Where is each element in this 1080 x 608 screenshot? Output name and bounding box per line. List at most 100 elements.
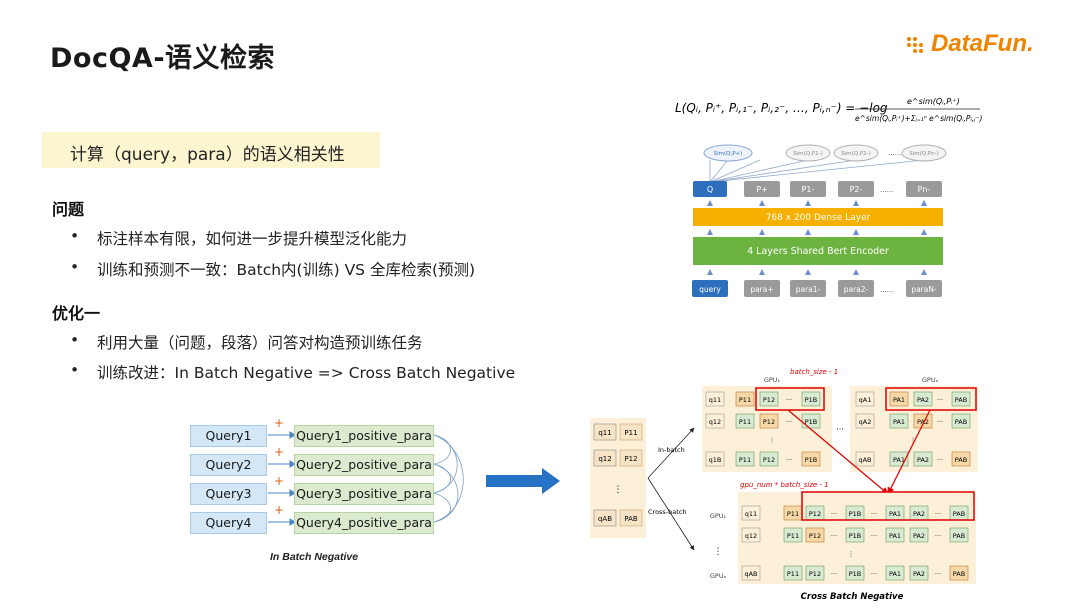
input-para: para+ (750, 285, 773, 294)
svg-text:P1B: P1B (849, 570, 862, 578)
in-batch-diagram: Query1 Query2 Query3 Query4 + + + + Quer… (190, 416, 470, 570)
svg-text:PA1: PA1 (893, 396, 905, 404)
svg-text:L(Qᵢ, Pᵢ⁺, Pᵢ,₁⁻, Pᵢ,₂⁻, …, Pᵢ: L(Qᵢ, Pᵢ⁺, Pᵢ,₁⁻, Pᵢ,₂⁻, …, Pᵢ,ₙ⁻) = −lo… (675, 101, 888, 115)
svg-text:q11: q11 (598, 429, 611, 437)
svg-text:PAB: PAB (953, 570, 965, 578)
svg-text:q12: q12 (709, 418, 721, 426)
svg-text:P12: P12 (624, 455, 637, 463)
svg-text:P12: P12 (763, 456, 775, 464)
svg-text:qAB: qAB (598, 515, 612, 523)
svg-text:qA2: qA2 (859, 418, 872, 426)
positive-para-box: Query4_positive_para (294, 512, 434, 534)
svg-text:PAB: PAB (953, 532, 965, 540)
gpua-label: GPUₐ (922, 376, 939, 384)
svg-text:···: ··· (786, 418, 792, 426)
svg-text:···: ··· (871, 570, 877, 578)
in-batch-label: In-batch (658, 446, 685, 454)
section-problem-heading: 问题 (52, 200, 85, 219)
query-box: Query2 (190, 454, 267, 476)
positive-para-box: Query3_positive_para (294, 483, 434, 505)
svg-text:···: ··· (831, 510, 837, 518)
bullet-item: • 利用大量（问题，段落）问答对构造预训练任务 (70, 331, 423, 352)
svg-text:···: ··· (935, 510, 941, 518)
page-title: DocQA-语义检索 (50, 43, 276, 74)
svg-text:P12: P12 (763, 396, 775, 404)
svg-text:···: ··· (937, 456, 943, 464)
svg-text:qA1: qA1 (859, 396, 872, 404)
svg-text:PA2: PA2 (917, 456, 929, 464)
dense-layer-label: 768 x 200 Dense Layer (766, 213, 871, 223)
batch-size-label: batch_size - 1 (790, 368, 838, 376)
svg-text:···: ··· (786, 456, 792, 464)
svg-text:⋮: ⋮ (769, 436, 776, 444)
svg-text:P12: P12 (809, 510, 821, 518)
svg-text:···: ··· (937, 396, 943, 404)
cross-batch-caption: Cross Batch Negative (801, 592, 904, 602)
cross-batch-diagram: q11 P11 q12 P12 ⋮ qAB PAB In-batch Cross… (590, 368, 978, 602)
svg-text:qAB: qAB (858, 456, 871, 464)
svg-text:P11: P11 (739, 456, 751, 464)
sim-label: Sim(Q,Pn-) (909, 151, 938, 157)
bullet-item: • 标注样本有限，如何进一步提升模型泛化能力 (70, 227, 408, 248)
svg-text:PA2: PA2 (913, 532, 925, 540)
svg-text:PAB: PAB (953, 510, 965, 518)
bullet-item: • 训练和预测不一致：Batch内(训练) VS 全库检索(预测) (70, 258, 476, 279)
logo-dots-icon (907, 36, 923, 53)
svg-text:···: ··· (786, 396, 792, 404)
svg-text:⋮: ⋮ (910, 436, 917, 444)
svg-text:P1B: P1B (805, 396, 818, 404)
svg-text:···: ··· (836, 425, 844, 434)
plus-sign: + (274, 474, 285, 488)
svg-text:⋮: ⋮ (614, 485, 623, 495)
svg-text:P12: P12 (809, 532, 821, 540)
svg-text:PA1: PA1 (893, 418, 905, 426)
logo-text: DataFun. (931, 30, 1034, 57)
svg-text:P12: P12 (809, 570, 821, 578)
svg-text:P1B: P1B (805, 418, 818, 426)
svg-text:⋮: ⋮ (714, 547, 723, 557)
input-para: paraN- (911, 285, 937, 294)
svg-text:e^sim(Qᵢ,Pᵢ⁺)+Σⱼ₌₁ⁿ e^sim(Qᵢ,P: e^sim(Qᵢ,Pᵢ⁺)+Σⱼ₌₁ⁿ e^sim(Qᵢ,Pᵢ,ⱼ⁻) (855, 114, 982, 123)
right-arrow-icon (486, 468, 560, 494)
positive-para-box: Query2_positive_para (294, 454, 434, 476)
svg-text:PA2: PA2 (913, 510, 925, 518)
query-box: Query1 (190, 425, 267, 447)
model-architecture-diagram: Sim(Q,P+) Sim(Q,P1-) Sim(Q,P2-) ...... S… (692, 144, 947, 297)
svg-text:PA1: PA1 (889, 532, 901, 540)
svg-text:PA2: PA2 (917, 396, 929, 404)
ellipsis: ...... (888, 149, 901, 157)
svg-text:···: ··· (831, 570, 837, 578)
svg-text:···: ··· (935, 570, 941, 578)
svg-text:···: ··· (937, 418, 943, 426)
svg-text:···: ··· (871, 532, 877, 540)
in-batch-caption: In Batch Negative (270, 551, 359, 563)
svg-text:P1B: P1B (805, 456, 818, 464)
svg-text:qAB: qAB (744, 570, 757, 578)
svg-text:q11: q11 (745, 510, 757, 518)
svg-text:P11: P11 (787, 570, 799, 578)
svg-text:e^sim(Qᵢ,Pᵢ⁺): e^sim(Qᵢ,Pᵢ⁺) (907, 97, 960, 106)
input-para: para2- (844, 285, 869, 294)
plus-sign: + (274, 445, 285, 459)
svg-text:P1B: P1B (849, 510, 862, 518)
svg-text:PA2: PA2 (913, 570, 925, 578)
ellipsis: ...... (880, 186, 893, 194)
svg-text:PA1: PA1 (889, 570, 901, 578)
query-box: Query3 (190, 483, 267, 505)
query-box: Query4 (190, 512, 267, 534)
positive-para-box: Query1_positive_para (294, 425, 434, 447)
svg-text:q12: q12 (598, 455, 611, 463)
svg-text:⋮: ⋮ (848, 550, 855, 558)
gpu-num-label: gpu_num * batch_size - 1 (740, 481, 829, 489)
sim-label: Sim(Q,P+) (714, 151, 743, 157)
svg-text:PA2: PA2 (917, 418, 929, 426)
highlight-text: 计算（query，para）的语义相关性 (70, 145, 345, 165)
svg-text:P11: P11 (739, 418, 751, 426)
output-p: P2- (850, 185, 863, 194)
svg-text:···: ··· (831, 532, 837, 540)
svg-text:PAB: PAB (624, 515, 638, 523)
svg-text:PA1: PA1 (889, 510, 901, 518)
svg-text:q1B: q1B (709, 456, 722, 464)
svg-text:q12: q12 (745, 532, 757, 540)
loss-formula: L(Qᵢ, Pᵢ⁺, Pᵢ,₁⁻, Pᵢ,₂⁻, …, Pᵢ,ₙ⁻) = −lo… (675, 92, 985, 132)
